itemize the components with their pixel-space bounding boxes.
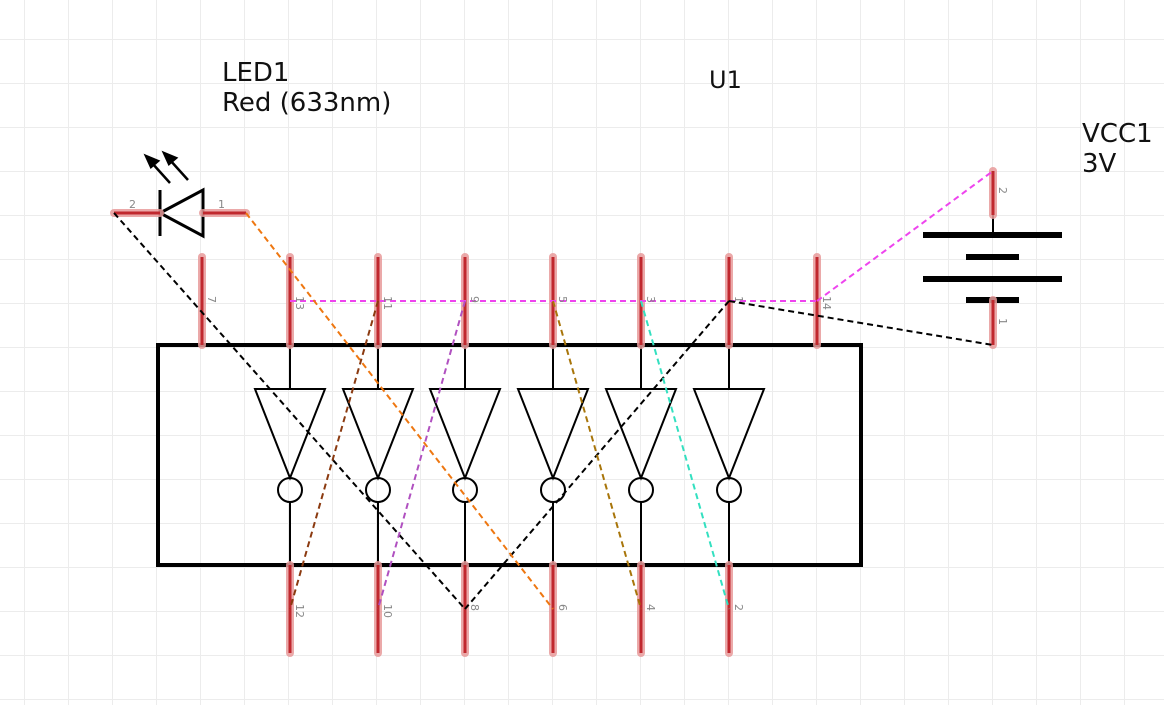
pin-number: 4: [644, 604, 657, 611]
pin-number: 8: [468, 604, 481, 611]
pin-number: 12: [293, 604, 306, 618]
inverter-gate: [604, 345, 678, 565]
pin-number: 7: [205, 296, 218, 303]
ratsnest-wire: [640, 300, 730, 610]
pin-numbers: 7 13 11 9 5 3 1 14 12 10 8 6 4 2 2 1 2 1: [129, 187, 1009, 618]
pin-number: 9: [468, 296, 481, 303]
ratsnest-wire: [816, 170, 994, 302]
inverter-gate: [253, 345, 327, 565]
pin-number: 13: [293, 296, 306, 310]
pin-number: 10: [381, 604, 394, 618]
battery-value-label: 3V: [1082, 149, 1117, 179]
ic-ref-label: U1: [709, 66, 742, 94]
pin-number: 3: [644, 296, 657, 303]
ratsnest-wire: [113, 212, 466, 610]
pin-number: 5: [556, 296, 569, 303]
ratsnest-wire: [728, 300, 994, 346]
ratsnest-wire: [552, 300, 642, 610]
ratsnest-wire: [377, 300, 466, 610]
inverter-gate: [516, 345, 590, 565]
led-value-label: Red (633nm): [222, 88, 391, 118]
inverter-gates: [253, 345, 766, 565]
pin-number: 2: [996, 187, 1009, 194]
pin-number: 1: [732, 296, 745, 303]
pin-number: 1: [996, 318, 1009, 325]
pin-number: 2: [129, 198, 136, 211]
inverter-gate: [341, 345, 415, 565]
ratsnest-wire: [245, 212, 554, 610]
battery-ref-label: VCC1: [1082, 119, 1153, 149]
pin-number: 1: [218, 198, 225, 211]
led-symbol: [156, 187, 205, 239]
ic-body: [156, 343, 863, 567]
pin-number: 6: [556, 604, 569, 611]
battery-symbol: [923, 215, 1062, 303]
pin-number: 14: [820, 296, 833, 310]
inverter-gate: [692, 345, 766, 565]
pin-number: 2: [732, 604, 745, 611]
led-emission-arrows: [143, 150, 189, 184]
led-ref-label: LED1: [222, 58, 289, 88]
ratsnest-wires: [113, 170, 994, 610]
pin-number: 11: [381, 296, 394, 310]
inverter-gate: [428, 345, 502, 565]
ratsnest-wire: [289, 300, 379, 610]
